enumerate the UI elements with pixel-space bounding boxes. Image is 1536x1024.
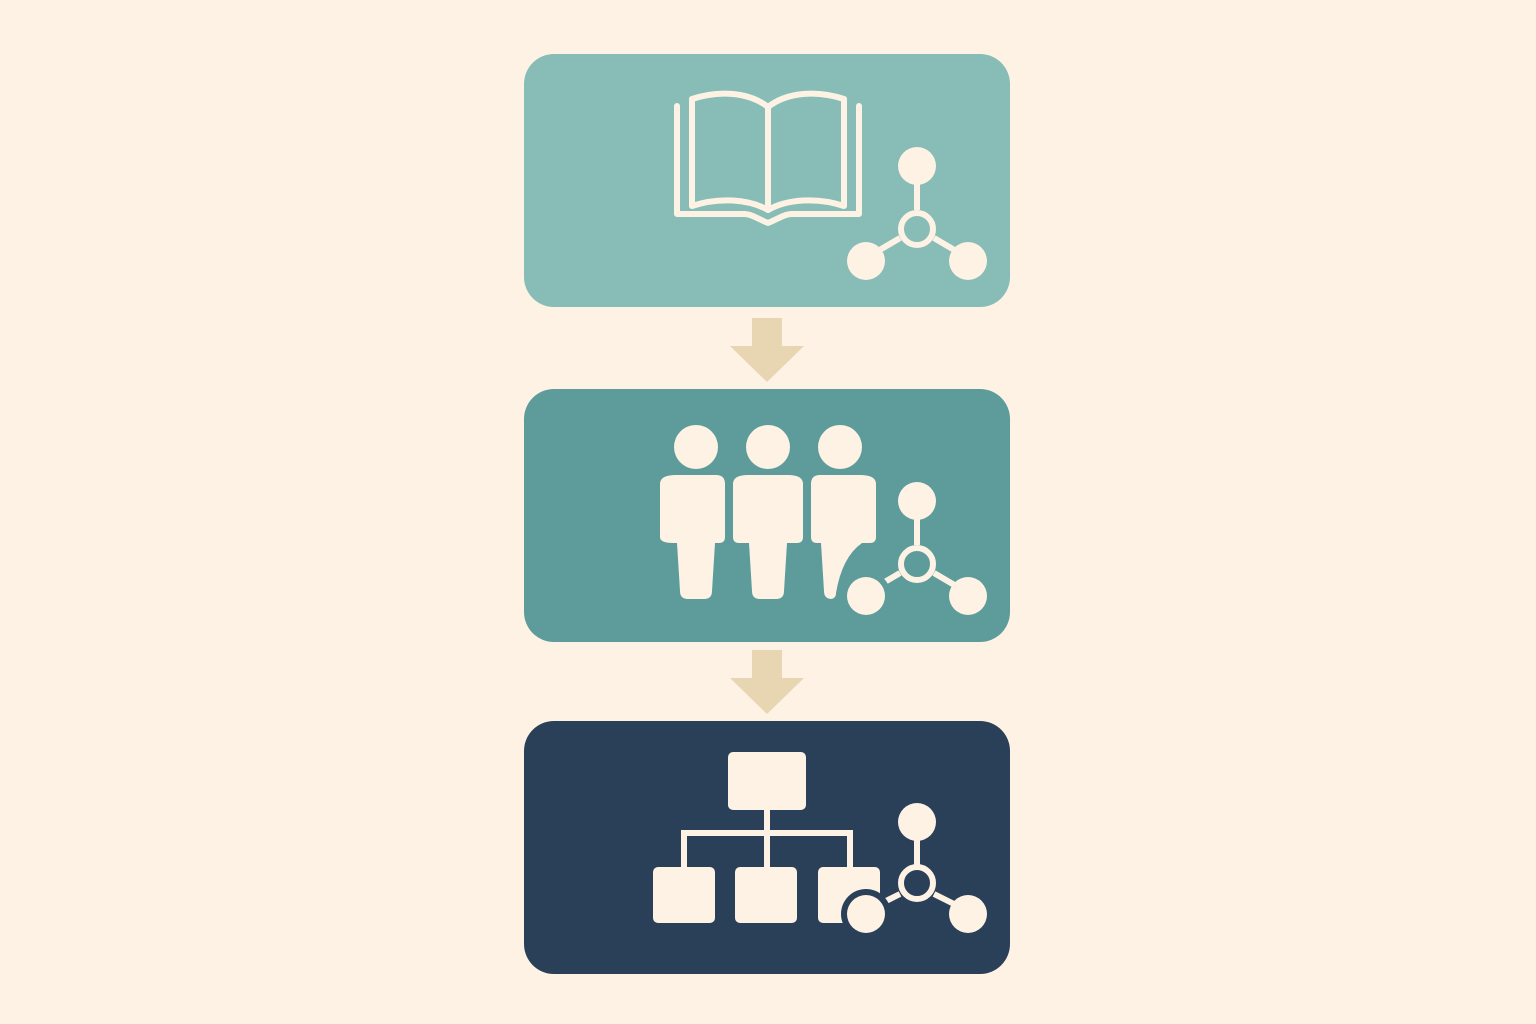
network-node-icon [841, 482, 987, 621]
open-book-icon [674, 90, 862, 226]
people-group-icon [660, 425, 876, 599]
step-card-organization [524, 721, 1010, 974]
network-node-icon [847, 147, 987, 280]
network-node-icon [841, 803, 987, 939]
step-card-knowledge [524, 54, 1010, 307]
down-arrow-icon [730, 318, 804, 384]
org-chart-icon [653, 752, 880, 923]
step-card-people [524, 389, 1010, 642]
down-arrow-icon [730, 650, 804, 716]
